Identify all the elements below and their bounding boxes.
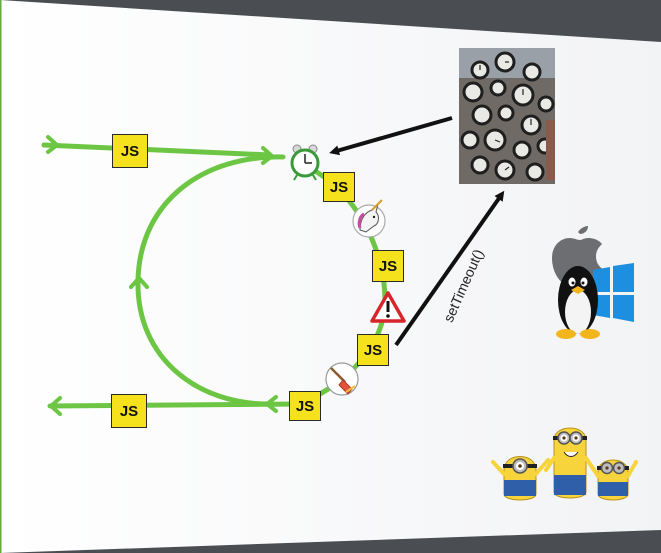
chevron-up-icon [129,276,149,289]
js-box-before-broom: JS [357,334,389,366]
unicorn-icon [352,199,386,238]
warning-icon [370,291,406,323]
js-box-loop-exit: JS [289,391,321,421]
minions-image [491,427,638,501]
linux-tux-icon [556,266,600,339]
chevron-right-icon [261,146,274,165]
apple-logo-icon [552,226,604,286]
js-box-middle: JS [372,250,404,282]
js-box-top-line: JS [112,134,148,168]
alarm-clock-icon [290,144,320,181]
broom-icon [325,362,359,396]
loop-bottom-line [47,401,303,409]
chevron-right-icon [46,135,59,154]
clocks-to-alarm-arrow [329,116,453,156]
loop-top-line [41,142,273,158]
chevron-left-icon [49,396,62,416]
windows-logo-icon [593,263,634,322]
timeout-arrow [394,190,505,347]
loop-chevrons [46,135,278,416]
js-box-after-alarm: JS [323,172,355,202]
chevron-left-icon [265,395,278,413]
clocks-photo [459,48,555,184]
js-box-bottom-line: JS [111,394,147,428]
